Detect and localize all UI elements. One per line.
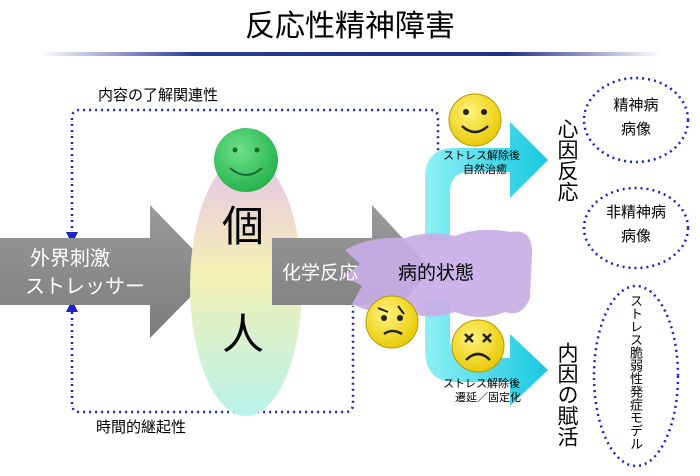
stress-model-label: ストレス脆弱性発症モデル	[627, 294, 642, 450]
endogenous-trigger-label: 内因の賦活	[555, 342, 579, 447]
title-underline	[40, 52, 660, 56]
upper-branch-arrow	[425, 122, 548, 240]
bottom-dotted-loop	[70, 306, 355, 414]
lower-branch-label-2: 遷延／固定化	[455, 391, 521, 404]
individual-label-2: 人	[222, 310, 265, 359]
smiley-face-icon	[214, 128, 278, 192]
individual-label-1: 個	[222, 202, 265, 251]
external-stimulus-label-2: ストレッサー	[25, 274, 145, 298]
upper-branch-label-1: ストレス解除後	[443, 149, 520, 162]
chemical-reaction-label: 化学反応	[282, 262, 359, 284]
nonpsychotic-label-1: 非精神病	[605, 203, 666, 221]
page-title: 反応性精神障害	[245, 9, 455, 44]
lower-branch-label-1: ストレス解除後	[443, 377, 520, 390]
top-loop-label: 内容の了解関連性	[98, 86, 219, 104]
individual-ellipse	[190, 156, 302, 416]
pathological-state-label: 病的状態	[398, 262, 475, 284]
distressed-face-icon	[451, 319, 505, 373]
upper-branch-label-2: 自然治癒	[463, 163, 507, 176]
psychotic-label-1: 精神病	[613, 96, 659, 114]
psychogenic-reaction-label: 心因反応	[555, 118, 579, 202]
pathological-state-blob	[345, 229, 532, 317]
nonpsychotic-oval	[582, 186, 690, 270]
psychotic-label-2: 病像	[620, 120, 651, 138]
bottom-loop-arrowhead	[66, 300, 78, 312]
external-stimulus-label-1: 外界刺激	[30, 246, 110, 270]
psychotic-oval	[582, 76, 690, 164]
stress-model-oval	[592, 284, 680, 468]
lower-branch-arrow	[425, 300, 548, 406]
recovery-smiley-face-icon	[448, 93, 502, 147]
worried-face-icon	[365, 295, 419, 349]
nonpsychotic-label-2: 病像	[620, 227, 651, 245]
external-stimulus-arrow	[0, 205, 215, 338]
bottom-loop-label: 時間的継起性	[96, 418, 187, 436]
